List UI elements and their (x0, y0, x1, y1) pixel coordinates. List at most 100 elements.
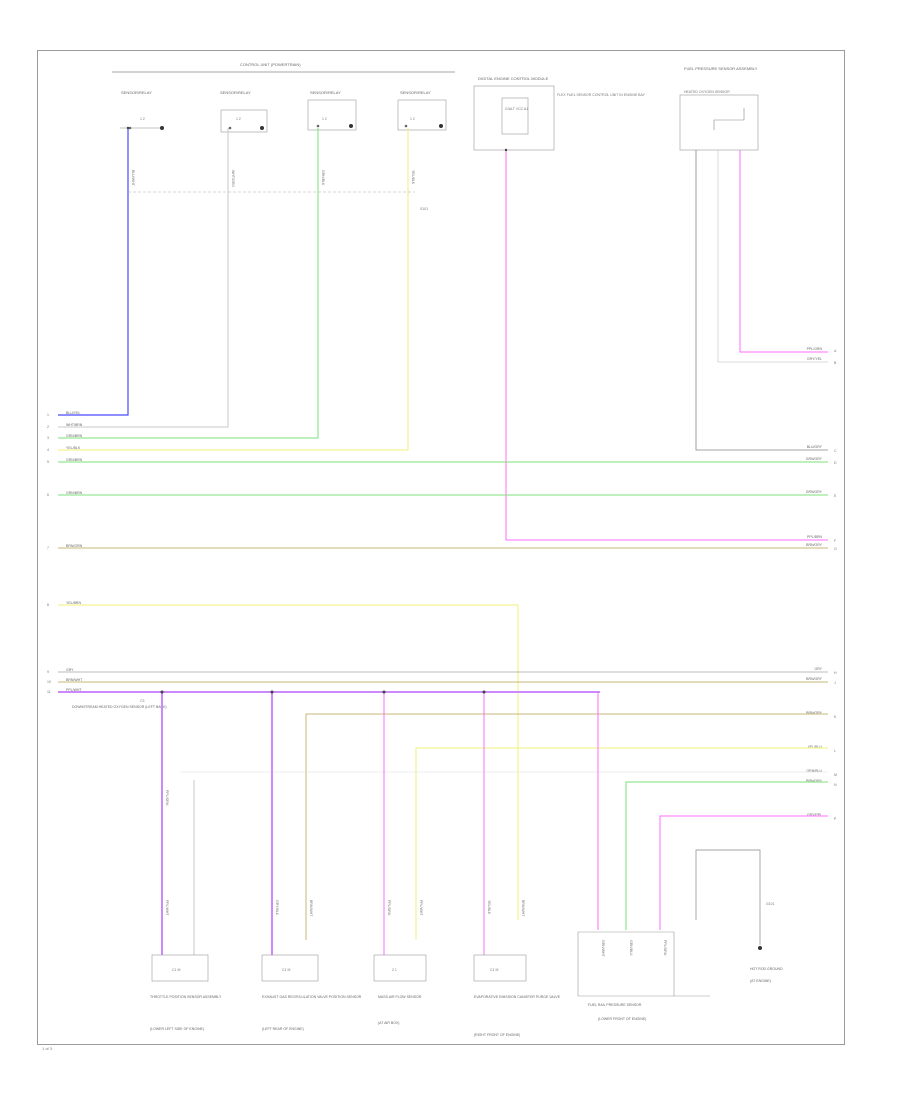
top-sensor-4: SENSOR/RELAY 1 2 (397, 90, 447, 131)
bus-pin: E (834, 494, 837, 498)
bus-label: GRN/GRY (806, 490, 823, 494)
bus-pin: M (834, 773, 837, 777)
bus-pin: L (834, 749, 836, 753)
top-sensor-label: SENSOR/RELAY (121, 90, 152, 95)
wire-code: PPL/WHT (165, 900, 169, 916)
wire-code: BLU/WHT (131, 170, 135, 187)
bus-label: GRY/PPL (807, 813, 822, 817)
ground-label: G101 (766, 902, 775, 906)
fuel-pressure-sensor-assembly: FUEL PRESSURE SENSOR ASSEMBLY HEATED OXY… (679, 66, 759, 151)
bus-pin: H (834, 671, 837, 675)
bus-pin: D (834, 461, 837, 465)
bus-pin: 8 (47, 603, 49, 607)
footer-code: 1 of 3 (42, 1046, 53, 1051)
egr-valve-position-sensor: C1 M EXHAUST GAS RECIRCULATION VALVE POS… (261, 954, 362, 1031)
bus-pin: C (834, 449, 837, 453)
module-inside: 2 1 (392, 968, 397, 972)
left-note-code: C3 (140, 699, 145, 703)
top-sensor-label: SENSOR/RELAY (310, 90, 341, 95)
diagram-frame (37, 50, 845, 1045)
module-inside: C1 M (172, 968, 180, 972)
top-sensor-pins: 1 2 (140, 117, 145, 121)
bus-label: YEL/BLK (66, 446, 81, 450)
wire-code: WHT/ORG (231, 170, 235, 187)
bus-label: GRY/YEL (807, 357, 822, 361)
bus-pin: F (834, 539, 836, 543)
top-sensor-label: SENSOR/RELAY (220, 90, 251, 95)
wire-code: YEL/BLK (487, 900, 491, 915)
right-bus-labels: PPL/GRN GRY/YEL BLU/GRY GRN/GRY GRN/GRY … (806, 347, 823, 817)
wire-brown-branch (305, 713, 828, 940)
bus-label: BRN/GRN (66, 544, 83, 548)
junction-dots (126, 126, 508, 694)
wire-code: GRN/WHT (601, 940, 605, 958)
module-title: DIGITAL ENGINE CONTROL MODULE (478, 76, 549, 81)
wire-code: PPL/GRN (663, 940, 667, 956)
bus-label: GRN/GRY (806, 457, 823, 461)
wire-code: GRY/BLK (275, 900, 279, 916)
bus-pin: 7 (47, 546, 49, 550)
module-title: MASS AIR FLOW SENSOR (378, 995, 422, 999)
bus-label: GRY (814, 667, 822, 671)
module-title: EXHAUST GAS RECIRCULATION VALVE POSITION… (262, 995, 362, 999)
left-note: DOWNSTREAM HEATED OXYGEN SENSOR (LEFT BA… (72, 705, 167, 709)
bus-pin: 1 (47, 413, 49, 417)
wire-code: GRN/BLK (321, 170, 325, 186)
bus-label: GRN/BRN (66, 458, 83, 462)
module-location: (LOWER FRONT OF ENGINE) (598, 1017, 646, 1021)
bus-label: GRN/BRN (66, 434, 83, 438)
bus-label: PPL/GRN (807, 347, 823, 351)
module-title: EVAPORATIVE EMISSION CANISTER PURGE VALV… (474, 995, 561, 999)
module-title: FUEL PRESSURE SENSOR ASSEMBLY (684, 66, 758, 71)
wire-gray-right (695, 150, 828, 451)
bus-yellow-down (58, 604, 519, 920)
wire-code: PPL/GRN (165, 790, 169, 806)
bus-label: YEL/BLU (808, 745, 823, 749)
bus-label: WHT/BRN (66, 423, 83, 427)
throttle-position-sensor: C1 M THROTTLE POSITION SENSOR ASSEMBLY (… (150, 954, 222, 1031)
wire-magenta-center (505, 150, 828, 541)
top-sensor-label: SENSOR/RELAY (400, 90, 431, 95)
top-sensor-3: SENSOR/RELAY 1 2 (307, 90, 357, 131)
bus-label: BRN/WHT (66, 678, 83, 682)
wire-code: YEL/BLK (411, 170, 415, 185)
evap-canister-purge-valve: C1 M EVAPORATIVE EMISSION CANISTER PURGE… (473, 954, 561, 1037)
bus-pin: P (834, 817, 837, 821)
bus-pin: G (834, 547, 837, 551)
left-bus-pins: 1 2 3 4 5 6 7 8 9 10 11 (47, 413, 51, 694)
ground-point: G101 HOT ROD GROUND (AT ENGINE) (695, 849, 783, 983)
wire-white-right (717, 150, 828, 363)
bus-pin: B (834, 361, 837, 365)
wire-magenta-right (739, 150, 828, 353)
bus-pin: 10 (47, 680, 51, 684)
bus-pin: 4 (47, 448, 49, 452)
module-location: (AT AIR BOX) (378, 1021, 399, 1025)
bus-label: BLU/YEL (66, 411, 80, 415)
top-sensor-pins: 1 2 (410, 117, 415, 121)
bus-pin: 9 (47, 670, 49, 674)
bus-label: BRN/GRY (806, 677, 823, 681)
module-location: (LOWER LEFT SIDE OF ENGINE) (150, 1027, 204, 1031)
bus-pin: A (834, 349, 837, 353)
bus-label: BLU/GRY (807, 445, 823, 449)
splice-label: S101 (420, 207, 428, 211)
module-title: THROTTLE POSITION SENSOR ASSEMBLY (150, 995, 222, 999)
ground-location: (AT ENGINE) (750, 979, 771, 983)
wire-code: GRN/BLU (629, 940, 633, 956)
bus-label: GRN/BLU (806, 769, 822, 773)
left-bus-labels: BLU/YEL WHT/BRN GRN/BRN YEL/BLK GRN/BRN … (66, 411, 83, 692)
wire-green (58, 128, 319, 439)
mass-air-flow-sensor: 2 1 MASS AIR FLOW SENSOR (AT AIR BOX) (373, 954, 427, 1025)
module-inside: C1 M (490, 968, 498, 972)
wire-code: PPL/WHT (419, 900, 423, 916)
top-group-label: CONTROL UNIT (POWERTRAIN) (240, 62, 301, 67)
bus-pin: 6 (47, 493, 49, 497)
bus-pin: J (834, 681, 836, 685)
fuel-rail-pressure-sensor: GRN/WHT GRN/BLU PPL/GRN FUEL RAIL PRESSU… (577, 931, 710, 1021)
wire-code: BRN/WHT (309, 900, 313, 917)
top-sensor-pins: 1 2 (236, 117, 241, 121)
wire-code: PPL/GRN (387, 900, 391, 916)
bus-label: YEL/BRN (66, 601, 81, 605)
bus-label: PPL/WHT (66, 688, 82, 692)
